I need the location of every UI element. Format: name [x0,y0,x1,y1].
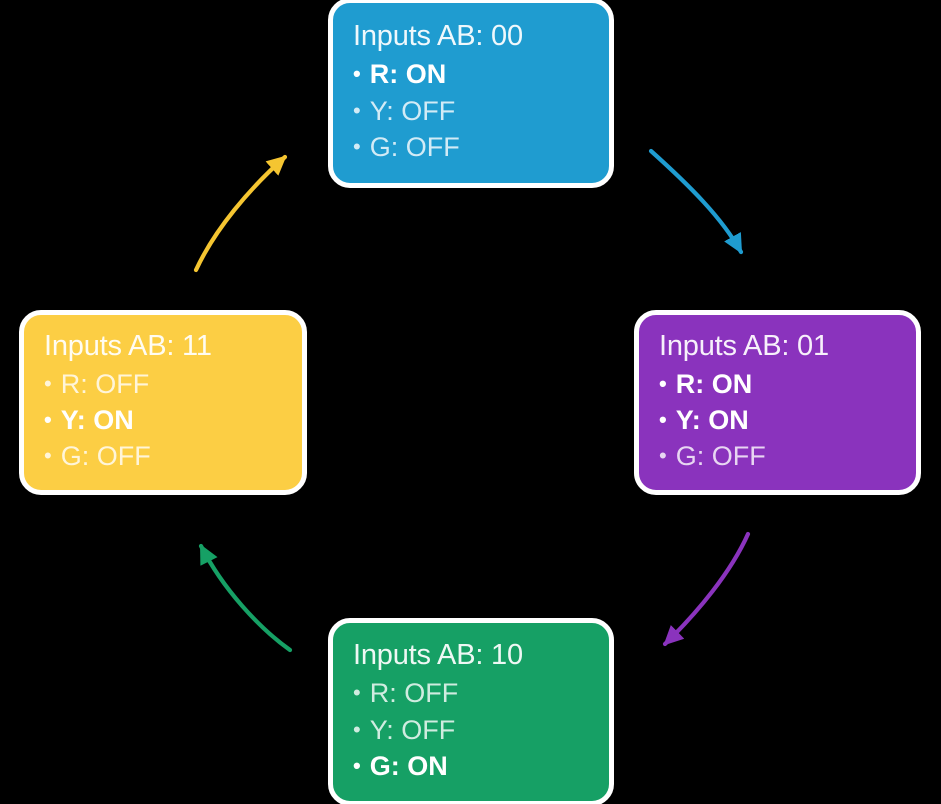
bullet-icon: • [44,407,52,433]
bullet-icon: • [659,443,667,469]
signal-row-r: • R: OFF [44,366,282,402]
signal-row-y: • Y: ON [44,402,282,438]
state-node-10-header: Inputs AB: 10 [353,639,523,672]
state-node-00-header: Inputs AB: 00 [353,20,523,53]
signal-label: G: OFF [369,131,460,162]
signal-row-g: • G: OFF [44,438,282,474]
signal-label: G: ON [369,750,448,781]
signal-label: Y: ON [675,405,749,436]
transition-arrow-10-to-11 [198,543,293,653]
signal-row-r: • R: OFF [353,675,589,711]
signal-label: R: OFF [60,368,150,399]
state-node-01-signal-list: • R: ON • Y: ON • G: OFF [659,366,896,475]
transition-arrow-01-to-10 [662,531,751,647]
bullet-icon: • [659,407,667,433]
state-node-00-signal-list: • R: ON • Y: OFF • G: OFF [353,56,589,165]
bullet-icon: • [353,716,361,742]
signal-row-y: • Y: OFF [353,93,589,129]
signal-label: Y: ON [60,405,134,436]
state-node-00[interactable]: Inputs AB: 00 • R: ON • Y: OFF • G: OFF [328,0,614,188]
bullet-icon: • [353,752,361,778]
signal-row-y: • Y: ON [659,402,896,438]
bullet-icon: • [659,370,667,396]
bullet-icon: • [44,370,52,396]
signal-row-r: • R: ON [659,366,896,402]
signal-label: Y: OFF [369,714,456,745]
signal-label: R: OFF [369,678,459,709]
signal-row-y: • Y: OFF [353,712,589,748]
bullet-icon: • [44,443,52,469]
transition-arrow-00-to-01 [648,148,744,255]
signal-label: R: ON [675,368,753,399]
state-node-10-signal-list: • R: OFF • Y: OFF • G: ON [353,675,589,784]
transition-arrow-11-to-00 [193,154,288,273]
bullet-icon: • [353,97,361,123]
signal-row-g: • G: OFF [659,438,896,474]
state-node-10[interactable]: Inputs AB: 10 • R: OFF • Y: OFF • G: ON [328,618,614,804]
state-node-11[interactable]: Inputs AB: 11 • R: OFF • Y: ON • G: OFF [19,310,307,495]
bullet-icon: • [353,133,361,159]
state-node-01-header: Inputs AB: 01 [659,329,829,362]
signal-row-r: • R: ON [353,56,589,92]
state-node-11-signal-list: • R: OFF • Y: ON • G: OFF [44,366,282,475]
bullet-icon: • [353,680,361,706]
state-node-11-header: Inputs AB: 11 [44,329,212,362]
signal-label: G: OFF [60,441,151,472]
signal-label: R: ON [369,59,447,90]
signal-label: G: OFF [675,441,766,472]
signal-row-g: • G: OFF [353,129,589,165]
signal-label: Y: OFF [369,95,456,126]
signal-row-g: • G: ON [353,748,589,784]
bullet-icon: • [353,61,361,87]
state-node-01[interactable]: Inputs AB: 01 • R: ON • Y: ON • G: OFF [634,310,921,495]
